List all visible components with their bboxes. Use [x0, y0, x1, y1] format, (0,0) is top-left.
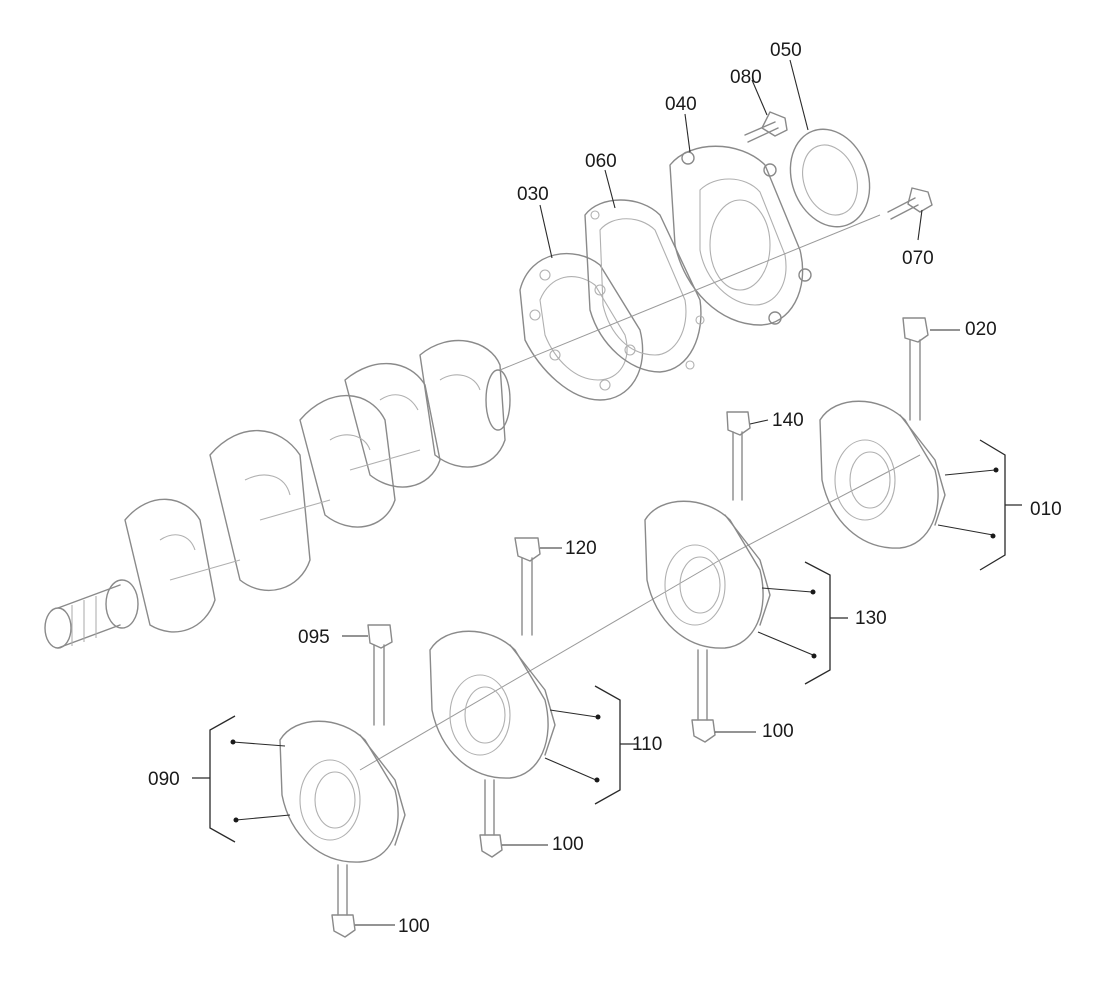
leader-dots — [230, 467, 999, 823]
callout-040: 040 — [665, 94, 697, 115]
bracket-110 — [594, 685, 621, 805]
bracket-130 — [804, 561, 831, 685]
callout-030: 030 — [517, 184, 549, 205]
crankshaft — [44, 339, 511, 649]
bearing-case-130 — [644, 500, 771, 649]
bracket-010 — [979, 439, 1006, 571]
bearing-case-090 — [279, 720, 406, 863]
bolt-120 — [514, 537, 541, 636]
bolt-070 — [887, 187, 933, 220]
seal-retainer-gasket-030 — [519, 252, 644, 401]
bolt-095 — [367, 624, 393, 726]
callout-100-c: 100 — [398, 916, 430, 937]
bracket-090 — [209, 715, 236, 843]
oil-seal-housing-040 — [669, 145, 812, 326]
callout-095: 095 — [298, 627, 330, 648]
callout-110: 110 — [632, 734, 662, 755]
bolt-100-lower-090 — [331, 864, 356, 938]
bearing-case-010 — [819, 400, 946, 549]
bolt-140 — [726, 411, 751, 501]
oil-seal-050 — [789, 128, 871, 228]
bearing-case-110 — [429, 630, 556, 779]
callout-100-a: 100 — [762, 721, 794, 742]
callout-labels: 050 080 040 060 030 070 020 140 010 120 … — [148, 40, 1062, 937]
assembly-axis-lines — [359, 214, 921, 771]
group-brackets — [192, 439, 1022, 843]
callout-080: 080 — [730, 67, 762, 88]
callout-130: 130 — [855, 608, 887, 629]
callout-060: 060 — [585, 151, 617, 172]
callout-100-b: 100 — [552, 834, 584, 855]
bolt-020 — [902, 317, 929, 421]
callout-050: 050 — [770, 40, 802, 61]
callout-090: 090 — [148, 769, 180, 790]
gasket-060 — [584, 199, 705, 373]
callout-140: 140 — [772, 410, 804, 431]
callout-070: 070 — [902, 248, 934, 269]
callout-120: 120 — [565, 538, 597, 559]
leader-lines — [232, 59, 996, 926]
callout-010: 010 — [1030, 499, 1062, 520]
bolt-100-lower-110 — [479, 779, 503, 858]
bolt-100-lower-130 — [691, 649, 716, 743]
callout-020: 020 — [965, 319, 997, 340]
bolt-080 — [744, 111, 788, 143]
